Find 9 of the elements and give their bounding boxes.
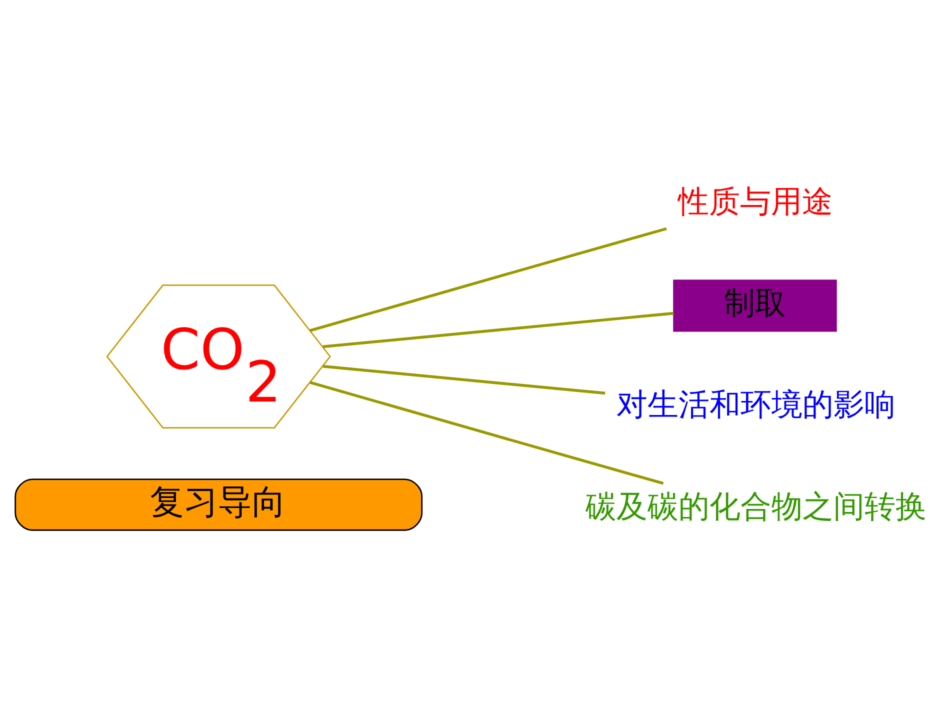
node-text: 性质与用途 (678, 184, 833, 220)
node-text: 对生活和环境的影响 (616, 387, 896, 424)
node-box: 复习导向 (14, 478, 422, 531)
node-text: 碳及碳的化合物之间转换 (585, 488, 926, 525)
connector (322, 364, 605, 395)
node-box: 制取 (672, 280, 836, 332)
connector (309, 227, 666, 332)
connector (322, 312, 674, 348)
connector (309, 381, 664, 485)
